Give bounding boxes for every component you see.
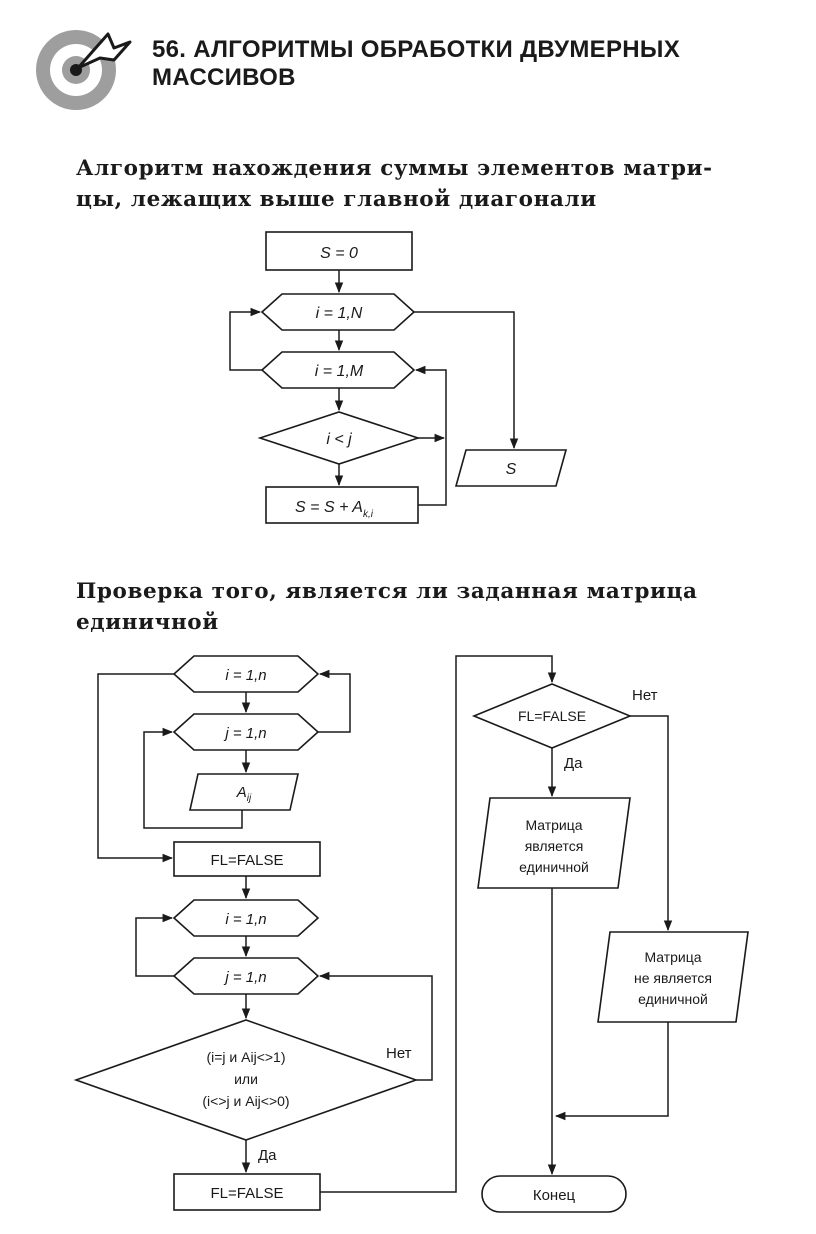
section2-heading-line1: Проверка того, является ли заданная матр…: [76, 579, 698, 604]
check-loop-i-label: i = 1,n: [225, 911, 266, 928]
section1-heading: Алгоритм нахождения суммы элементов матр…: [76, 153, 776, 215]
result-identity-line1: Матрица: [525, 817, 582, 833]
chapter-title: 56. АЛГОРИТМЫ ОБРАБОТКИ ДВУМЕРНЫХ МАССИВ…: [152, 36, 772, 92]
flag-set-block: [173, 1173, 321, 1211]
input-aij-main: A: [236, 784, 247, 801]
chapter-title-line1: 56. АЛГОРИТМЫ ОБРАБОТКИ ДВУМЕРНЫХ: [152, 36, 681, 63]
end-label: Конец: [533, 1187, 576, 1204]
chapter-title-line2: МАССИВОВ: [152, 64, 296, 91]
output-block: [454, 449, 568, 487]
accumulate-subscript: k,i: [363, 509, 374, 520]
condition-yes-label: Да: [258, 1147, 277, 1164]
section1-heading-line2: цы, лежащих выше главной диагонали: [76, 187, 597, 212]
input-loop-i-label: i = 1,n: [225, 667, 266, 684]
condition-line3: (i<>j и Aij<>0): [202, 1093, 289, 1109]
end-terminator: [481, 1175, 627, 1213]
output-label: S: [506, 461, 517, 478]
init-label: S = 0: [320, 245, 358, 262]
final-yes-label: Да: [564, 755, 583, 772]
flag-init-label: FL=FALSE: [211, 852, 284, 869]
input-aij-subscript: ij: [247, 793, 252, 804]
target-logo-icon: [36, 30, 132, 110]
result-not-identity-block: [597, 931, 749, 1023]
check-loop-i-block: [172, 899, 320, 937]
flag-init-block: [173, 841, 321, 877]
accumulate-label: S = S + Ak,i: [295, 499, 374, 520]
input-loop-j-label: j = 1,n: [223, 725, 266, 742]
section2-heading: Проверка того, является ли заданная матр…: [76, 576, 776, 638]
result-identity-block: [477, 797, 631, 889]
section1-heading-line1: Алгоритм нахождения суммы элементов матр…: [76, 156, 713, 181]
condition-label: i < j: [326, 431, 352, 448]
final-no-label: Нет: [632, 687, 658, 704]
condition-line1: (i=j и Aij<>1): [206, 1049, 285, 1065]
flag-set-label: FL=FALSE: [211, 1185, 284, 1202]
final-check-label: FL=FALSE: [518, 708, 586, 724]
result-not-identity-line1: Матрица: [644, 949, 701, 965]
loop-j-label: i = 1,M: [315, 363, 364, 380]
condition-no-label: Нет: [386, 1045, 412, 1062]
check-loop-j-label: j = 1,n: [223, 969, 266, 986]
result-identity-line2: является: [525, 838, 584, 854]
check-loop-j-block: [172, 957, 320, 995]
accumulate-block: [265, 486, 419, 524]
condition-line2: или: [234, 1071, 258, 1087]
result-not-identity-line3: единичной: [638, 991, 708, 1007]
input-aij-block: [189, 773, 299, 811]
input-aij-label: Aij: [236, 784, 252, 804]
loop-j-block: [260, 351, 416, 389]
loop-i-label: i = 1,N: [316, 305, 363, 322]
section2-heading-line2: единичной: [76, 610, 219, 635]
result-identity-line3: единичной: [519, 859, 589, 875]
accumulate-main: S = S + A: [295, 499, 363, 516]
result-not-identity-line2: не является: [634, 970, 712, 986]
input-loop-i-block: [172, 655, 320, 693]
